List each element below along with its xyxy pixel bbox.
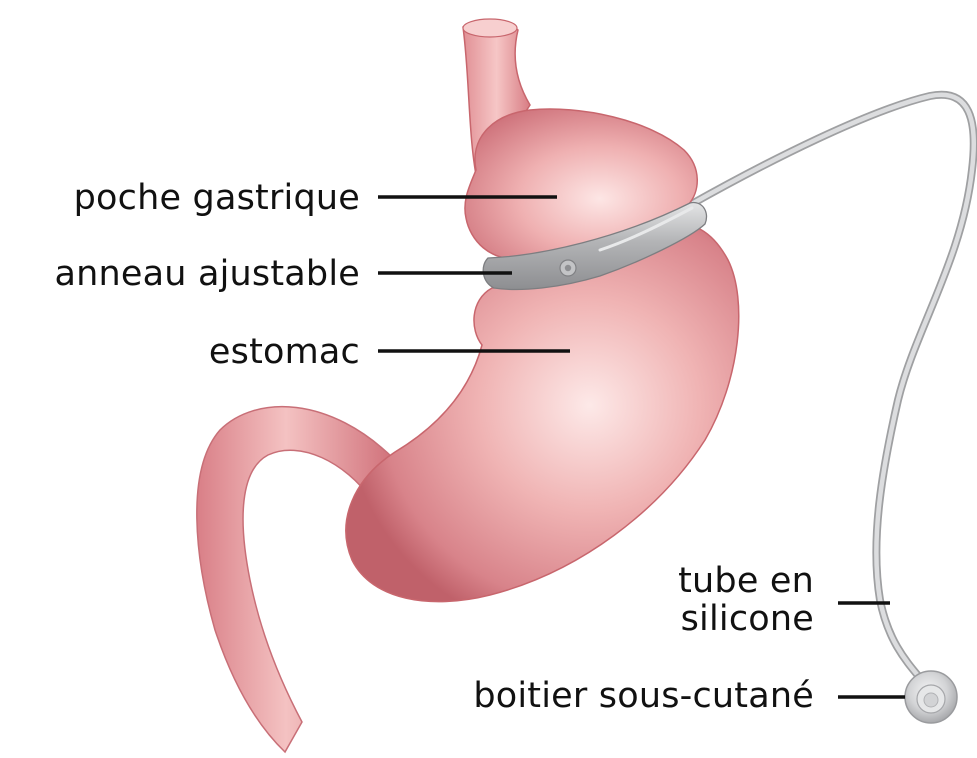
label-silicone-tube-line2: silicone <box>678 600 814 638</box>
label-gastric-pouch: poche gastrique <box>74 178 360 218</box>
label-stomach: estomac <box>209 332 360 372</box>
esophagus-opening <box>463 19 517 37</box>
label-silicone-tube-line1: tube en <box>678 562 814 600</box>
label-silicone-tube: tube en silicone <box>678 562 814 638</box>
label-adjustable-band: anneau ajustable <box>54 254 360 294</box>
label-subcutaneous-port: boitier sous-cutané <box>473 676 814 716</box>
duodenum <box>197 407 395 752</box>
